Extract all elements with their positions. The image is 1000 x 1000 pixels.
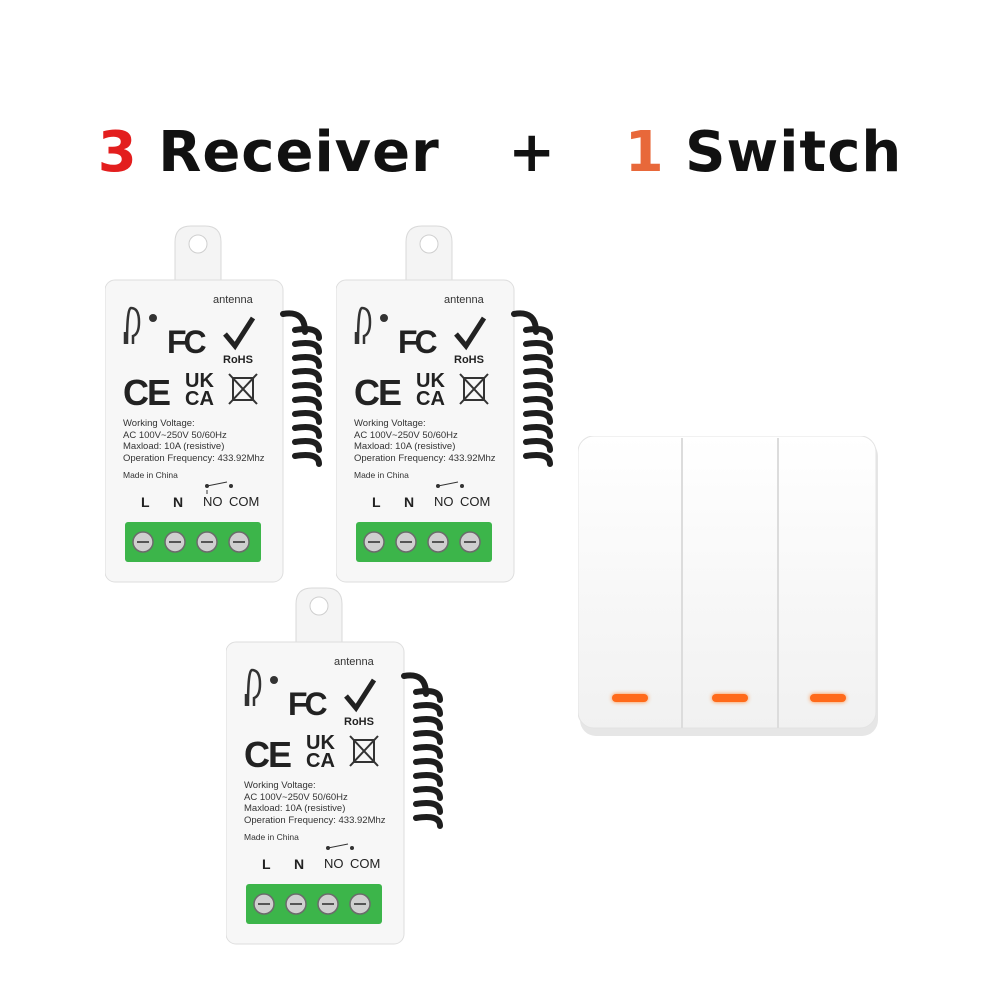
receiver-body-graphic [226, 587, 443, 945]
switch-panel-graphic [578, 436, 878, 736]
made-in: Made in China [244, 832, 299, 842]
made-in: Made in China [123, 470, 178, 480]
working-voltage: Working Voltage: [354, 418, 426, 429]
receiver-text: Receiver [158, 120, 440, 185]
antenna-label: antenna [334, 656, 374, 668]
made-in: Made in China [354, 470, 409, 480]
fcc-logo: FC [398, 324, 438, 360]
indicator-led-right [810, 694, 846, 702]
terminal-n: N [173, 494, 184, 510]
terminal-com: COM [350, 856, 381, 871]
spec-text: Working Voltage: AC 100V~250V 50/60Hz Ma… [244, 780, 424, 826]
working-voltage: Working Voltage: [244, 780, 316, 791]
headline: 3 Receiver + 1 Switch [0, 120, 1000, 210]
terminal-no: NO [434, 494, 454, 509]
ukca-logo: UK CA [185, 370, 214, 410]
terminal-com: COM [460, 494, 491, 509]
indicator-led-middle [712, 694, 748, 702]
terminal-l: L [262, 856, 271, 872]
fcc-logo: FC [167, 324, 207, 360]
voltage-range: AC 100V~250V 50/60Hz [123, 429, 227, 441]
receiver-body-graphic [336, 225, 553, 583]
ce-logo: CE [244, 734, 292, 775]
terminal-no: NO [324, 856, 344, 871]
rohs-logo: RoHS [344, 716, 374, 728]
voltage-range: AC 100V~250V 50/60Hz [244, 791, 348, 803]
terminal-com: COM [229, 494, 260, 509]
plus-sign: + [508, 120, 557, 185]
frequency: Operation Frequency: 433.92Mhz [354, 452, 496, 464]
receiver-module-1: antenna FC RoHS CE UK CA Working Voltage… [105, 222, 355, 592]
receiver-module-3: antenna FC RoHS CE UK CA Working Voltage… [226, 584, 476, 954]
terminal-l: L [141, 494, 150, 510]
ukca-logo: UK CA [416, 370, 445, 410]
spec-text: Working Voltage: AC 100V~250V 50/60Hz Ma… [123, 418, 303, 464]
maxload: Maxload: 10A (resistive) [244, 803, 346, 814]
terminal-n: N [294, 856, 305, 872]
fcc-logo: FC [288, 686, 328, 722]
receiver-count: 3 [97, 120, 138, 185]
switch-text: Switch [685, 120, 903, 185]
maxload: Maxload: 10A (resistive) [354, 441, 456, 452]
indicator-led-left [612, 694, 648, 702]
terminal-no: NO [203, 494, 223, 509]
maxload: Maxload: 10A (resistive) [123, 441, 225, 452]
voltage-range: AC 100V~250V 50/60Hz [354, 429, 458, 441]
frequency: Operation Frequency: 433.92Mhz [244, 814, 386, 826]
receiver-body-graphic [105, 225, 322, 583]
frequency: Operation Frequency: 433.92Mhz [123, 452, 265, 464]
working-voltage: Working Voltage: [123, 418, 195, 429]
spec-text: Working Voltage: AC 100V~250V 50/60Hz Ma… [354, 418, 534, 464]
switch-button-middle[interactable] [682, 436, 778, 728]
rohs-logo: RoHS [223, 354, 253, 366]
wall-switch-3-gang [578, 436, 880, 738]
antenna-label: antenna [213, 294, 253, 306]
receiver-module-2: antenna FC RoHS CE UK CA Working Voltage… [336, 222, 586, 592]
antenna-label: antenna [444, 294, 484, 306]
switch-button-right[interactable] [778, 436, 876, 728]
switch-button-left[interactable] [578, 436, 682, 728]
ce-logo: CE [123, 372, 171, 413]
ce-logo: CE [354, 372, 402, 413]
terminal-n: N [404, 494, 415, 510]
terminal-l: L [372, 494, 381, 510]
switch-count: 1 [624, 120, 665, 185]
ukca-logo: UK CA [306, 732, 335, 772]
rohs-logo: RoHS [454, 354, 484, 366]
